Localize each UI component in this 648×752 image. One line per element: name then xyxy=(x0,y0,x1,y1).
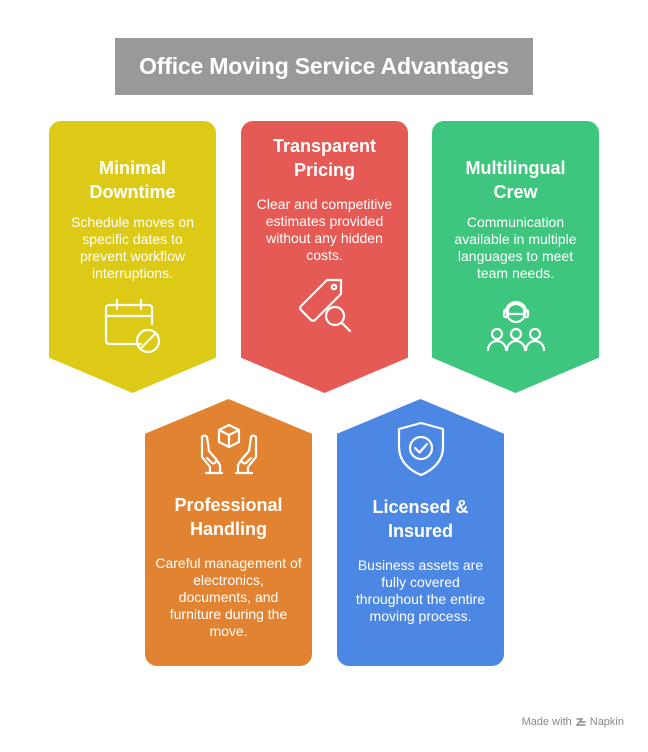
napkin-brand-label: Napkin xyxy=(589,716,624,728)
page-title: Office Moving Service Advantages xyxy=(115,38,533,95)
shield-check-icon xyxy=(397,421,444,477)
calendar-block-icon xyxy=(104,298,160,354)
made-with-label: Made with xyxy=(521,716,572,728)
card-heading: Professional Handling xyxy=(174,495,283,539)
card-transparent-pricing: Transparent Pricing Clear and competitiv… xyxy=(241,121,408,393)
card-multilingual-crew: Multilingual Crew Communication availabl… xyxy=(432,121,599,393)
price-tag-search-icon xyxy=(298,278,351,333)
card-heading: Licensed & Insured xyxy=(372,497,469,541)
card-description: Clear and competitive estimates provided… xyxy=(256,196,393,263)
card-heading: Multilingual Crew xyxy=(465,158,566,202)
card-professional-handling: Professional Handling Careful management… xyxy=(145,399,312,666)
napkin-logo-icon xyxy=(575,718,586,726)
made-with-napkin-credit[interactable]: Made with Napkin xyxy=(522,716,624,728)
card-description: Schedule moves on specific dates to prev… xyxy=(71,214,194,281)
card-description: Communication available in multiple lang… xyxy=(454,214,577,281)
card-minimal-downtime: Minimal Downtime Schedule moves on speci… xyxy=(49,121,216,393)
card-description: Careful management of electronics, docum… xyxy=(155,555,302,639)
hands-box-icon xyxy=(200,423,257,475)
card-description: Business assets are fully covered throug… xyxy=(355,557,486,624)
card-heading: Minimal Downtime xyxy=(89,158,176,202)
card-heading: Transparent Pricing xyxy=(272,136,377,180)
card-licensed-insured: Licensed & Insured Business assets are f… xyxy=(337,399,504,666)
team-headset-icon xyxy=(486,300,545,352)
